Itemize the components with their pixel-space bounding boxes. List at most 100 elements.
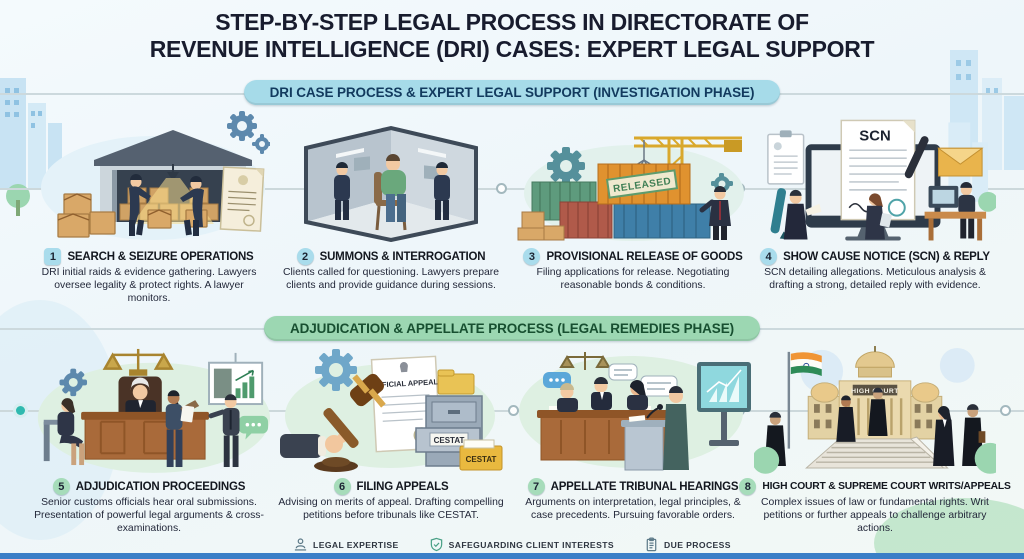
step-description: Complex issues of law or fundamental rig… [761,497,989,534]
step-7: 7 APPELLATE TRIBUNAL HEARINGS Arguments o… [512,478,754,536]
cestat-drawer-label: CESTAT [434,436,465,445]
folders-graphic: CESTAT [437,369,503,471]
gear-icon [315,349,357,391]
step-title: FILING APPEALS [356,480,449,493]
footer-item-due-process: DUE PROCESS [644,537,731,552]
step-description: Filing applications for release. Negotia… [536,267,730,291]
page-title: STEP-BY-STEP LEGAL PROCESS IN DIRECTORAT… [0,9,1024,62]
official-appeal-label: OFFICIAL APPEAL [371,377,438,389]
cestat-folder-label: CESTAT [466,455,497,464]
lawyer-arguing [208,394,240,468]
section-banner-remedies: ADJUDICATION & APPELLATE PROCESS (LEGAL … [263,316,761,341]
client-on-chair [374,154,407,231]
step-title: SUMMONS & INTERROGATION [319,250,486,263]
gear-icon [59,368,88,397]
step-number-badge: 3 [523,248,541,265]
step-description: DRI initial raids & evidence gathering. … [41,267,257,304]
step-1: 1 SEARCH & SEIZURE OPERATIONS DRI initial… [28,248,270,306]
gear-icon [227,111,270,154]
speech-bubble-icon [238,415,269,440]
footer-label: SAFEGUARDING CLIENT INTERESTS [448,539,614,550]
step-number-badge: 5 [52,478,70,495]
step-number-badge: 7 [527,478,545,495]
step-title: HIGH COURT & SUPREME COURT WRITS/APPEALS [762,481,1011,492]
page-title-line2: REVENUE INTELLIGENCE (DRI) CASES: EXPERT… [149,35,875,62]
step-number-badge: 1 [44,248,62,265]
presentation-board-graphic [208,352,264,406]
speech-bubbles [543,363,678,397]
step-title: SHOW CAUSE NOTICE (SCN) & REPLY [783,250,990,263]
officer-left [334,162,350,220]
small-boxes [517,211,565,241]
step-4: 4 SHOW CAUSE NOTICE (SCN) & REPLY SCN det… [754,248,996,306]
footer-item-legal-expertise: LEGAL EXPERTISE [293,537,399,552]
warrant-document-graphic [219,166,265,232]
indian-flag-graphic [787,351,822,449]
step-title: APPELLATE TRIBUNAL HEARINGS [550,480,739,493]
filing-cabinet-graphic: CESTAT [415,395,483,467]
connector-dot [496,183,507,194]
illustration-tribunal-hearing [519,352,751,471]
clipboard-graphic [767,130,805,185]
step-description: Senior customs officials hear oral submi… [34,497,264,534]
judge-bench-graphic [81,376,210,460]
step-title: PROVISIONAL RELEASE OF GOODS [546,250,743,263]
footer-values: LEGAL EXPERTISE SAFEGUARDING CLIENT INTE… [0,537,1024,552]
step-description: Advising on merits of appeal. Drafting c… [278,497,504,521]
illustration-filing-appeals: OFFICIAL APPEAL CESTAT CESTAT [280,349,503,472]
step-8: 8 HIGH COURT & SUPREME COURT WRITS/APPEAL… [739,478,1011,536]
podium-speaker-graphic [621,386,689,471]
seated-client [43,398,85,466]
officer-right [434,162,450,220]
tribunal-judges [557,377,648,412]
lawyer-in-suit [699,186,731,240]
shield-check-icon [430,537,442,552]
dri-officer-right [180,176,204,236]
step-description: SCN detailing allegations. Meticulous an… [764,267,986,291]
illustration-search-seizure [41,111,270,240]
analyst-with-tablet [865,193,892,240]
gear-icon [547,147,733,195]
released-banner: RELEASED [605,169,679,199]
scn-label: SCN [859,128,890,144]
containers-graphic [531,163,711,239]
scales-of-justice-icon [559,352,611,370]
scales-of-justice-icon [102,348,174,376]
step-description: Arguments on interpretation, legal princ… [525,497,741,521]
hand-with-gavel-graphic [280,373,386,472]
clipboard-icon [646,537,657,552]
step-number-badge: 2 [296,248,314,265]
step-number-badge: 4 [760,248,778,265]
step-6: 6 FILING APPEALS Advising on merits of ap… [270,478,512,536]
step-number-badge: 8 [739,478,757,495]
illustration-adjudication [37,348,270,473]
illustration-interrogation-room [304,125,478,242]
section-banner-investigation: DRI CASE PROCESS & EXPERT LEGAL SUPPORT … [243,80,781,105]
envelope-graphic [936,147,984,177]
connector-row1 [0,188,1024,190]
illustration-provisional-release: RELEASED [517,136,744,241]
staircase-graphic [804,436,949,469]
step-title: ADJUDICATION PROCEEDINGS [75,480,246,493]
step-3: 3 PROVISIONAL RELEASE OF GOODS Filing app… [512,248,754,306]
officer-presenting [165,390,200,468]
lawyer-reading [783,189,822,240]
step-description: Clients called for questioning. Lawyers … [282,267,499,291]
footer-label: DUE PROCESS [663,539,731,550]
page-title-line1: STEP-BY-STEP LEGAL PROCESS IN DIRECTORAT… [215,9,809,35]
step-number-badge: 6 [333,478,351,495]
illustration-scn-reply: SCN [767,119,996,241]
person-badge-icon [294,538,307,551]
step-2: 2 SUMMONS & INTERROGATION Clients called … [270,248,512,306]
seized-boxes-graphic [57,193,208,238]
bottom-accent-bar [0,553,1024,559]
big-pen-graphic [904,136,929,179]
display-screen-graphic [697,362,751,446]
footer-label: LEGAL EXPERTISE [313,539,399,550]
footer-item-safeguarding: SAFEGUARDING CLIENT INTERESTS [429,537,614,552]
step-title: SEARCH & SEIZURE OPERATIONS [67,250,254,263]
illustration-high-court: HIGH COURT [754,346,996,474]
step-5: 5 ADJUDICATION PROCEEDINGS Senior customs… [28,478,270,536]
connector-dot [508,405,519,416]
